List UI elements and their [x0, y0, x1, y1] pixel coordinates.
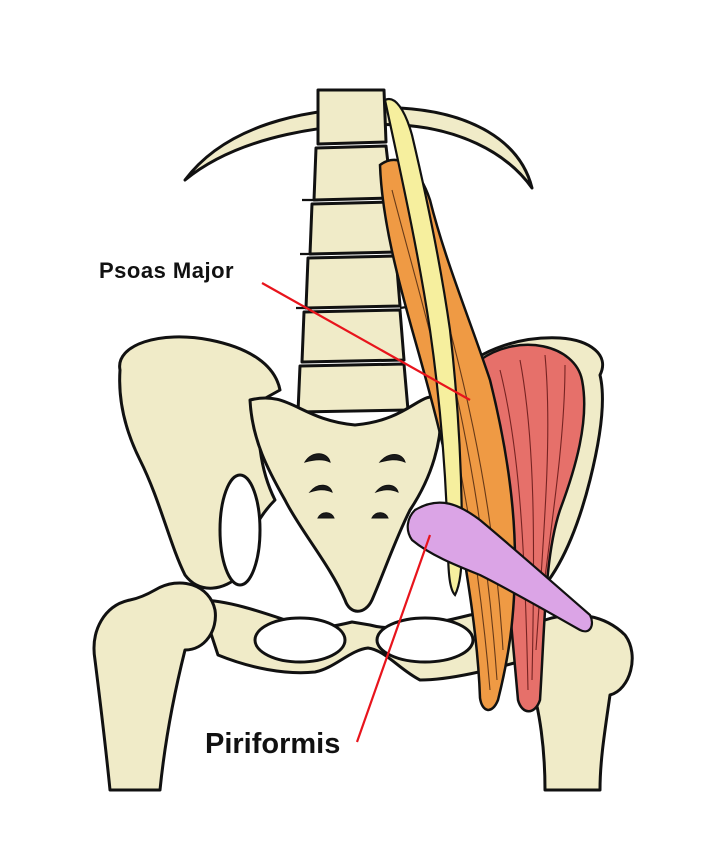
right-obturator-foramen	[375, 616, 475, 664]
psoas-major-leader-line	[261, 282, 471, 401]
sacral-foramina	[303, 453, 406, 519]
left-femur	[92, 581, 217, 792]
piriformis-leader-line	[355, 534, 432, 743]
sacrum	[248, 395, 443, 613]
left-pelvic-opening	[218, 473, 262, 587]
piriformis-label: Piriformis	[205, 728, 341, 760]
piriformis-muscle	[406, 501, 594, 633]
left-obturator-foramen	[253, 616, 347, 664]
iliacus-fibers	[499, 354, 566, 691]
psoas-major-label: Psoas Major	[99, 258, 235, 283]
